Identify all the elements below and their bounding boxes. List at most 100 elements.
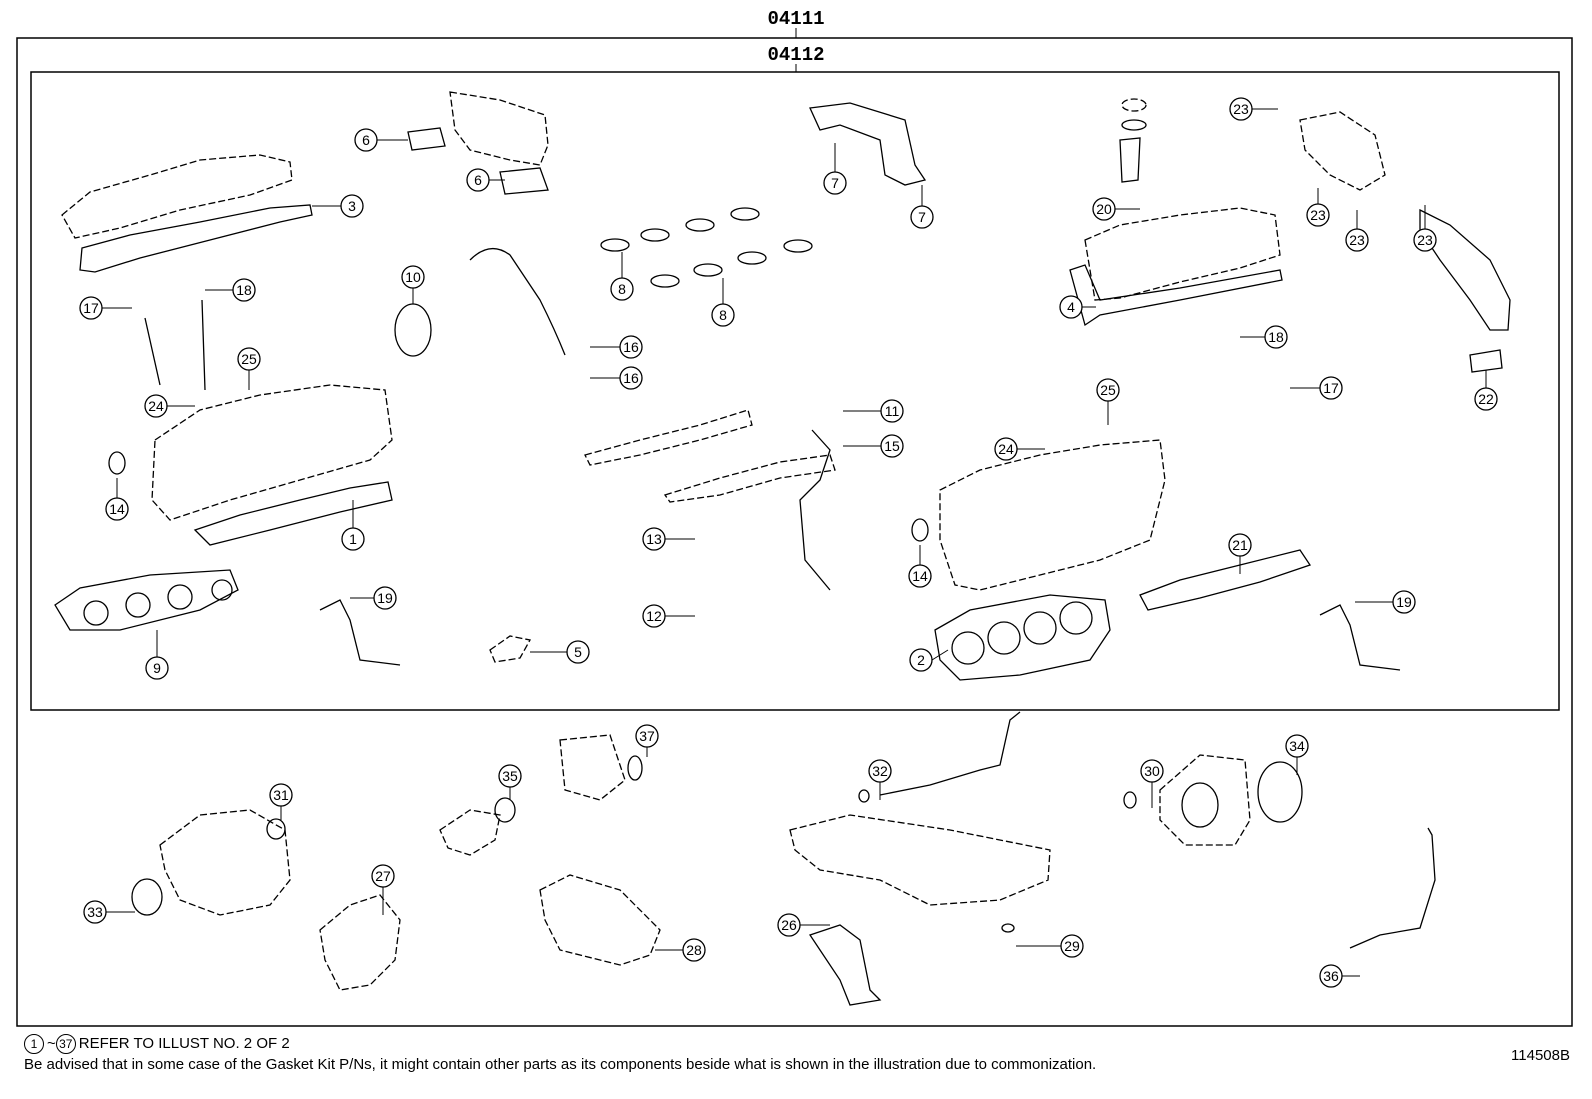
- svg-text:21: 21: [1232, 537, 1248, 553]
- ref-text: REFER TO ILLUST NO. 2 OF 2: [78, 1034, 290, 1052]
- illustration-id: 114508B: [1511, 1047, 1570, 1064]
- svg-text:33: 33: [87, 904, 103, 920]
- callout-36: 36: [1319, 964, 1343, 988]
- inner-kit-code: 04112: [767, 44, 824, 66]
- callout-20: 20: [1092, 197, 1116, 221]
- svg-text:35: 35: [502, 768, 518, 784]
- svg-text:7: 7: [831, 175, 839, 191]
- svg-text:31: 31: [273, 787, 289, 803]
- svg-text:8: 8: [618, 281, 626, 297]
- callout-37: 37: [635, 724, 659, 748]
- svg-text:10: 10: [405, 269, 421, 285]
- svg-text:14: 14: [109, 501, 125, 517]
- svg-text:18: 18: [1268, 329, 1284, 345]
- callout-19a: 19: [373, 586, 397, 610]
- callout-27: 27: [371, 864, 395, 888]
- svg-text:14: 14: [912, 568, 928, 584]
- callouts: 1 2 3 4 5 6 6 7 7 8 8 9 10 11 12 13 14 1…: [79, 97, 1503, 988]
- svg-text:36: 36: [1323, 968, 1339, 984]
- ref-from-callout: 1: [24, 1034, 44, 1054]
- callout-5: 5: [566, 640, 590, 664]
- svg-text:23: 23: [1349, 232, 1365, 248]
- svg-text:17: 17: [83, 300, 99, 316]
- svg-text:23: 23: [1310, 207, 1326, 223]
- callout-23c: 23: [1345, 228, 1369, 252]
- svg-text:5: 5: [574, 644, 582, 660]
- callout-17b: 17: [1319, 376, 1343, 400]
- callout-7a: 7: [823, 171, 847, 195]
- svg-text:9: 9: [153, 660, 161, 676]
- svg-text:32: 32: [872, 763, 888, 779]
- callout-19b: 19: [1392, 590, 1416, 614]
- callout-23a: 23: [1229, 97, 1253, 121]
- svg-text:1: 1: [349, 531, 357, 547]
- svg-text:29: 29: [1064, 938, 1080, 954]
- svg-text:3: 3: [348, 198, 356, 214]
- svg-text:6: 6: [474, 172, 482, 188]
- inner-kit-frame: [30, 71, 1560, 711]
- commonization-note: Be advised that in some case of the Gask…: [24, 1056, 1097, 1073]
- callout-25a: 25: [237, 347, 261, 371]
- callout-21: 21: [1228, 533, 1252, 557]
- callout-4: 4: [1059, 295, 1083, 319]
- callout-33: 33: [83, 900, 107, 924]
- callout-35: 35: [498, 764, 522, 788]
- callout-23b: 23: [1306, 203, 1330, 227]
- svg-text:16: 16: [623, 370, 639, 386]
- svg-text:37: 37: [639, 728, 655, 744]
- callout-25b: 25: [1096, 378, 1120, 402]
- callout-24a: 24: [144, 394, 168, 418]
- callout-18b: 18: [1264, 325, 1288, 349]
- callout-24b: 24: [994, 437, 1018, 461]
- svg-text:4: 4: [1067, 299, 1075, 315]
- svg-text:25: 25: [241, 351, 257, 367]
- svg-text:30: 30: [1144, 763, 1160, 779]
- svg-text:24: 24: [998, 441, 1014, 457]
- callout-18a: 18: [232, 278, 256, 302]
- callout-1: 1: [341, 527, 365, 551]
- svg-text:25: 25: [1100, 382, 1116, 398]
- svg-text:23: 23: [1417, 232, 1433, 248]
- callout-6a: 6: [354, 128, 378, 152]
- svg-text:7: 7: [918, 209, 926, 225]
- svg-text:28: 28: [686, 942, 702, 958]
- callout-14a: 14: [105, 497, 129, 521]
- svg-text:11: 11: [885, 403, 900, 419]
- callout-7b: 7: [910, 205, 934, 229]
- callout-16a: 16: [619, 335, 643, 359]
- callout-32: 32: [868, 759, 892, 783]
- ref-separator: ~: [47, 1034, 56, 1052]
- svg-text:23: 23: [1233, 101, 1249, 117]
- svg-text:2: 2: [917, 652, 925, 668]
- callout-31: 31: [269, 783, 293, 807]
- svg-text:15: 15: [884, 438, 900, 454]
- callout-10: 10: [401, 265, 425, 289]
- part-illustrations: [54, 91, 1511, 681]
- callout-12: 12: [642, 604, 666, 628]
- callout-15: 15: [880, 434, 904, 458]
- svg-text:12: 12: [646, 608, 662, 624]
- svg-text:22: 22: [1478, 391, 1494, 407]
- callout-9: 9: [145, 656, 169, 680]
- callout-16b: 16: [619, 366, 643, 390]
- callout-2: 2: [909, 648, 933, 672]
- callout-13: 13: [642, 527, 666, 551]
- svg-text:24: 24: [148, 398, 164, 414]
- svg-text:16: 16: [623, 339, 639, 355]
- ref-to-callout: 37: [55, 1034, 76, 1054]
- callout-22: 22: [1474, 387, 1498, 411]
- svg-text:18: 18: [236, 282, 252, 298]
- callout-17a: 17: [79, 296, 103, 320]
- svg-text:6: 6: [362, 132, 370, 148]
- callout-8b: 8: [711, 303, 735, 327]
- svg-text:26: 26: [781, 917, 797, 933]
- svg-text:13: 13: [646, 531, 662, 547]
- outer-kit-code: 04111: [767, 8, 824, 30]
- callout-28: 28: [682, 938, 706, 962]
- svg-text:19: 19: [377, 590, 393, 606]
- svg-text:27: 27: [375, 868, 391, 884]
- callout-29: 29: [1060, 934, 1084, 958]
- callout-8a: 8: [610, 277, 634, 301]
